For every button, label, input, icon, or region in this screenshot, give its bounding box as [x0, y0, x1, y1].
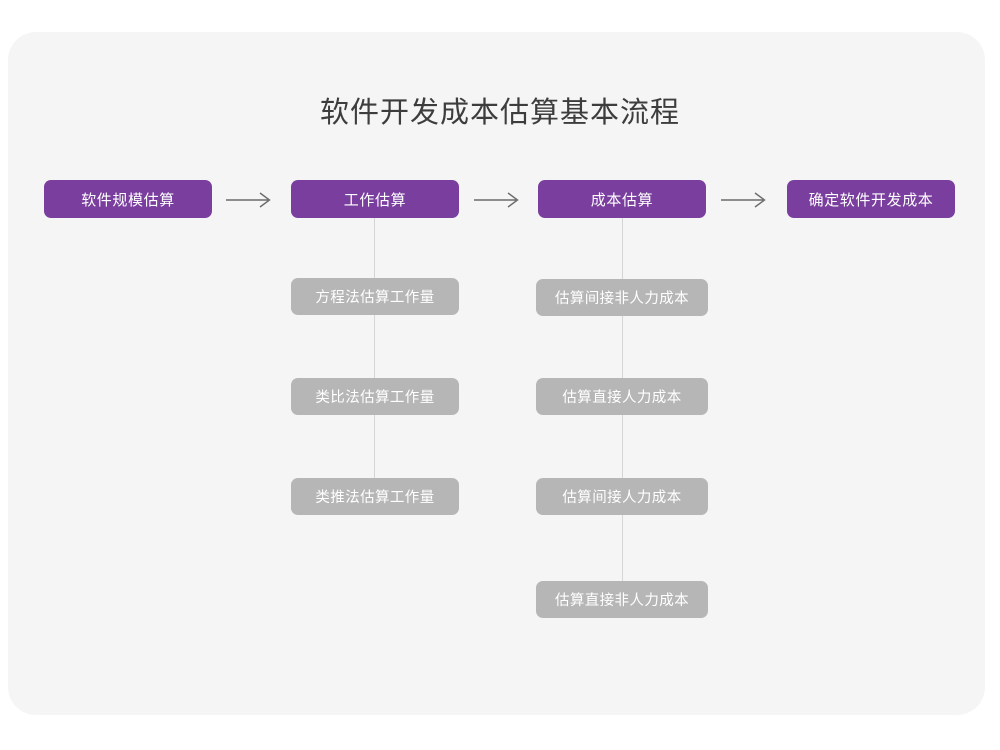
- node-determine-development-cost[interactable]: 确定软件开发成本: [787, 180, 955, 218]
- node-software-scale-estimation[interactable]: 软件规模估算: [44, 180, 212, 218]
- connector-cost-4: [622, 515, 623, 581]
- connector-cost-3: [622, 415, 623, 478]
- arrow-right-icon-1: [226, 192, 271, 208]
- node-label: 成本估算: [590, 191, 654, 209]
- node-label: 类推法估算工作量: [315, 490, 435, 506]
- node-label: 类比法估算工作量: [315, 390, 435, 406]
- connector-cost-1: [622, 216, 623, 279]
- connector-cost-2: [622, 316, 623, 378]
- node-label: 估算直接非人力成本: [554, 593, 690, 609]
- node-cost-substep-1[interactable]: 估算间接非人力成本: [536, 279, 708, 316]
- node-label: 确定软件开发成本: [808, 191, 934, 209]
- node-cost-substep-3[interactable]: 估算间接人力成本: [536, 478, 708, 515]
- node-work-substep-2[interactable]: 类比法估算工作量: [291, 378, 459, 415]
- arrow-right-icon-2: [474, 192, 519, 208]
- node-label: 工作估算: [343, 191, 407, 209]
- node-work-estimation[interactable]: 工作估算: [291, 180, 459, 218]
- node-cost-estimation[interactable]: 成本估算: [538, 180, 706, 218]
- node-label: 方程法估算工作量: [315, 290, 435, 306]
- connector-work-1: [374, 216, 375, 278]
- connector-work-2: [374, 315, 375, 378]
- diagram-card: [8, 32, 985, 715]
- page-title: 软件开发成本估算基本流程: [319, 97, 680, 129]
- node-label: 估算间接非人力成本: [554, 291, 690, 307]
- node-cost-substep-2[interactable]: 估算直接人力成本: [536, 378, 708, 415]
- connector-work-3: [374, 415, 375, 478]
- node-label: 估算直接人力成本: [562, 390, 682, 406]
- node-work-substep-1[interactable]: 方程法估算工作量: [291, 278, 459, 315]
- node-label: 软件规模估算: [81, 191, 175, 209]
- node-work-substep-3[interactable]: 类推法估算工作量: [291, 478, 459, 515]
- arrow-right-icon-3: [721, 192, 766, 208]
- node-cost-substep-4[interactable]: 估算直接非人力成本: [536, 581, 708, 618]
- node-label: 估算间接人力成本: [562, 490, 682, 506]
